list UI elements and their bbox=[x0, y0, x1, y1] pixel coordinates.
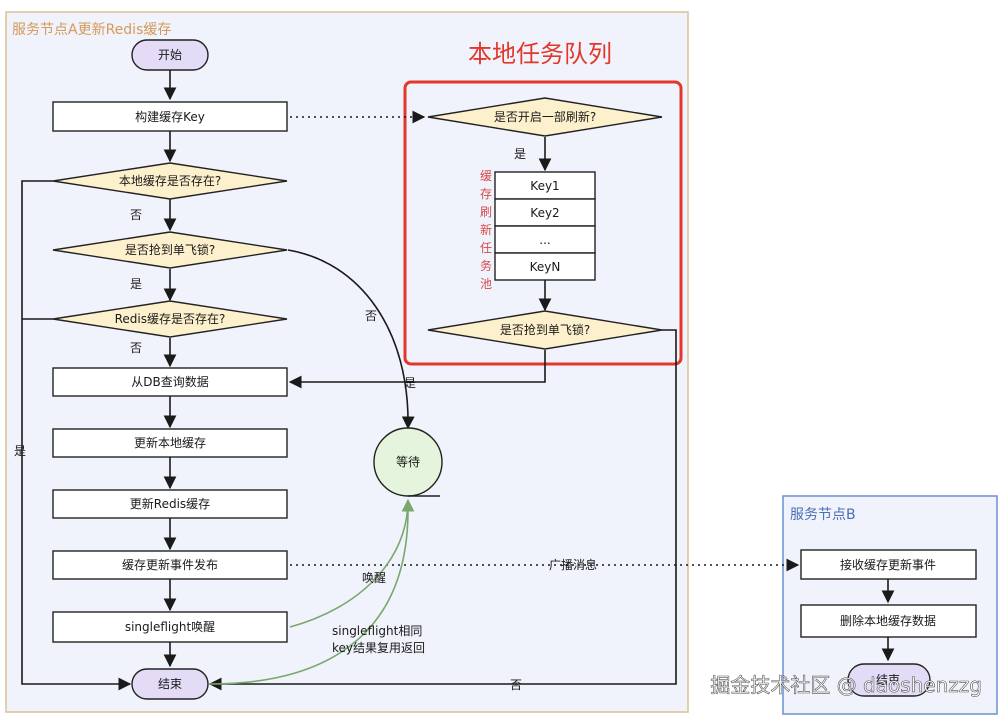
edge-label-no: 否 bbox=[365, 309, 377, 323]
edge-label-reuse-1: singleflight相同 bbox=[332, 624, 422, 638]
update-local-label: 更新本地缓存 bbox=[134, 435, 206, 450]
build-key-process bbox=[52, 101, 288, 132]
pool-item bbox=[494, 252, 596, 281]
edge-local-yes-end bbox=[21, 180, 132, 691]
start-label: 开始 bbox=[158, 48, 182, 62]
pool-label-char: 务 bbox=[480, 258, 492, 273]
local-exists-decision bbox=[52, 162, 288, 200]
end-label: 结束 bbox=[158, 677, 182, 691]
local-exists-label: 本地缓存是否存在? bbox=[119, 174, 221, 188]
query-db-label: 从DB查询数据 bbox=[131, 374, 208, 389]
delete-local-label: 删除本地缓存数据 bbox=[840, 613, 936, 628]
pool-label-char: 刷 bbox=[480, 205, 492, 219]
edge-label-yes: 是 bbox=[130, 277, 142, 291]
edge-label-no: 否 bbox=[130, 341, 142, 355]
pool-label-char: 任 bbox=[480, 241, 492, 255]
pool-item bbox=[494, 171, 596, 200]
group-node-b-title: 服务节点B bbox=[790, 507, 856, 523]
pool-label-char: 池 bbox=[480, 277, 492, 291]
end-b-terminal bbox=[847, 663, 931, 697]
edge-queue-lock-no-end bbox=[208, 329, 677, 691]
end-b-label: 结束 bbox=[876, 673, 900, 687]
redis-exists-label: Redis缓存是否存在? bbox=[115, 312, 226, 326]
build-key-label: 构建缓存Key bbox=[135, 109, 205, 124]
redis-exists-decision bbox=[52, 300, 288, 338]
pool-label-char: 存 bbox=[480, 187, 492, 201]
group-node-a-title: 服务节点A更新Redis缓存 bbox=[12, 22, 171, 38]
update-redis-label: 更新Redis缓存 bbox=[130, 496, 210, 511]
queue-got-lock-label: 是否抢到单飞锁? bbox=[500, 322, 590, 337]
pool-vertical-label: 缓存刷新任务池 bbox=[480, 169, 492, 291]
edge-label-wake: 唤醒 bbox=[362, 571, 386, 585]
update-redis-process bbox=[52, 489, 288, 519]
pool-item-label: Key2 bbox=[530, 206, 559, 220]
group-queue-title: 本地任务队列 bbox=[468, 40, 612, 68]
delete-local-process bbox=[800, 604, 977, 638]
edge-queue-lock-yes-db bbox=[288, 350, 546, 389]
receive-event-process bbox=[800, 549, 977, 580]
pool-item-label: ... bbox=[539, 233, 550, 247]
pool-item-label: KeyN bbox=[530, 260, 561, 274]
end-terminal bbox=[131, 668, 209, 700]
refresh-enabled-decision bbox=[427, 97, 663, 137]
edge-label-yes: 是 bbox=[514, 147, 526, 161]
publish-process bbox=[52, 550, 288, 580]
wakeup-label: singleflight唤醒 bbox=[125, 620, 215, 634]
edge-label-yes: 是 bbox=[404, 376, 416, 390]
pool-label-char: 新 bbox=[480, 222, 492, 237]
got-lock-label: 是否抢到单飞锁? bbox=[125, 242, 215, 257]
edge-label-reuse-2: key结果复用返回 bbox=[332, 641, 425, 655]
got-lock-decision bbox=[52, 231, 288, 269]
task-pool: Key1 Key2 ... KeyN bbox=[494, 171, 596, 281]
edge-lock-no-wait bbox=[287, 249, 415, 430]
query-db-process bbox=[52, 367, 288, 397]
wakeup-process bbox=[52, 611, 288, 643]
edge-reuse-return bbox=[209, 509, 409, 685]
edge-label-no: 否 bbox=[510, 678, 522, 692]
pool-item bbox=[494, 225, 596, 254]
start-terminal bbox=[131, 39, 209, 71]
receive-event-label: 接收缓存更新事件 bbox=[840, 557, 936, 572]
edge-label-yes: 是 bbox=[14, 444, 26, 458]
watermark: 掘金技术社区 @ daoshenzzg bbox=[710, 673, 982, 697]
publish-label: 缓存更新事件发布 bbox=[122, 557, 218, 572]
pool-label-char: 缓 bbox=[480, 169, 492, 183]
update-local-process bbox=[52, 428, 288, 458]
refresh-enabled-label: 是否开启一部刷新? bbox=[494, 109, 596, 124]
queue-got-lock-decision bbox=[427, 310, 663, 350]
wait-label: 等待 bbox=[396, 455, 420, 469]
pool-item-label: Key1 bbox=[530, 179, 559, 193]
edge-wakeup-wait bbox=[289, 498, 415, 628]
edge-label-broadcast: 广播消息 bbox=[549, 557, 597, 572]
edge-label-no: 否 bbox=[130, 208, 142, 222]
